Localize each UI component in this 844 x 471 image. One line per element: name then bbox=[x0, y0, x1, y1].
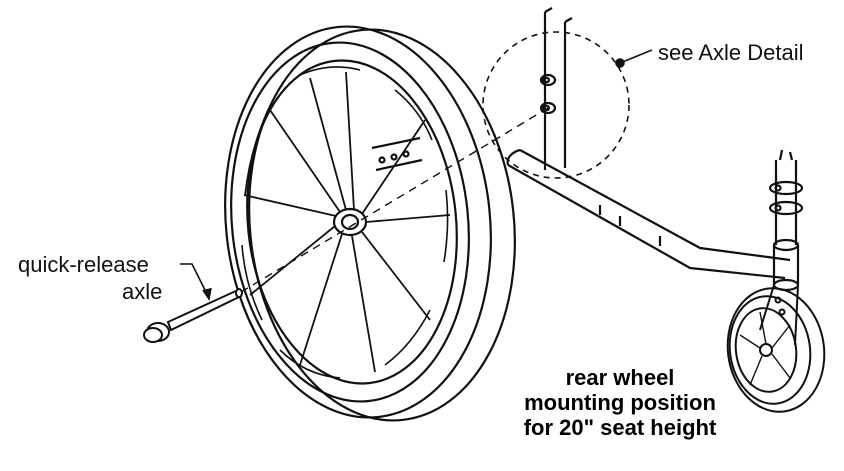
quick-release-label-line2: axle bbox=[122, 279, 163, 304]
caption-line3: for 20" seat height bbox=[523, 415, 717, 440]
quick-release-leader bbox=[180, 263, 212, 302]
diagram-caption: rear wheel mounting position for 20" sea… bbox=[490, 365, 750, 440]
axle-detail-callout: see Axle Detail bbox=[658, 40, 804, 65]
axle-detail-leader bbox=[615, 49, 653, 68]
wheelchair-frame bbox=[371, 7, 804, 292]
caster-wheel bbox=[726, 284, 826, 413]
axle-center-line bbox=[240, 107, 549, 293]
quick-release-label-line1: quick-release bbox=[18, 252, 149, 277]
rear-wheel bbox=[224, 25, 516, 422]
axle-detail-circle bbox=[482, 31, 630, 179]
caption-line2: mounting position bbox=[524, 390, 716, 415]
caption-line1: rear wheel bbox=[565, 365, 675, 390]
quick-release-axle bbox=[143, 288, 243, 343]
